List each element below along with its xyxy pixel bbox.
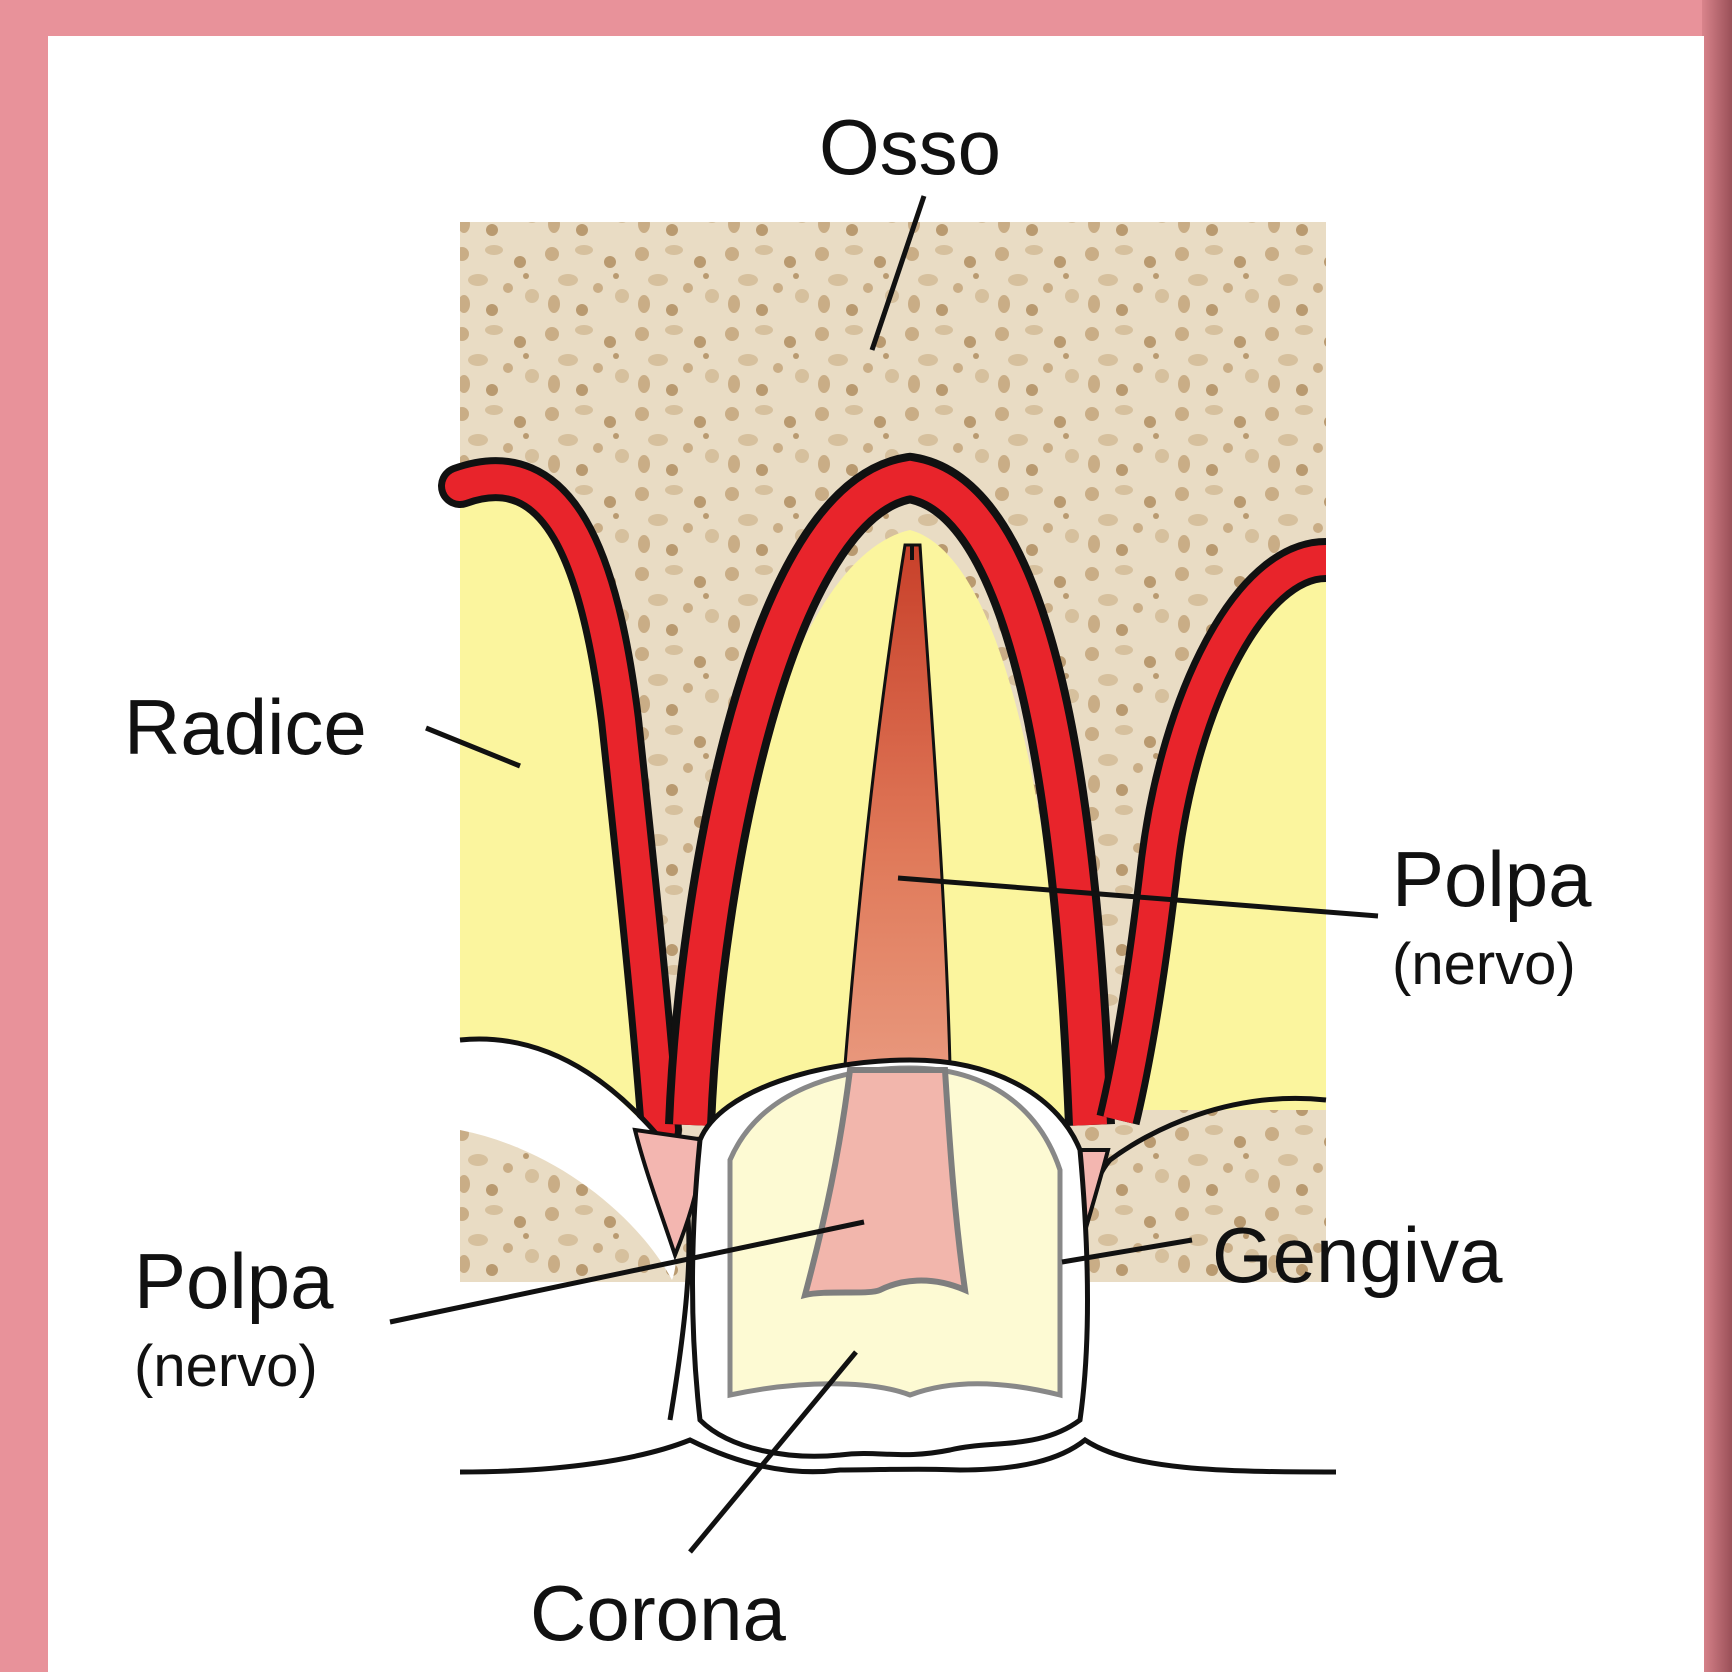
label-corona: Corona: [530, 1574, 786, 1652]
label-polpa-left: Polpa: [134, 1242, 334, 1320]
label-radice: Radice: [124, 688, 367, 766]
label-nervo-left: (nervo): [134, 1338, 318, 1396]
label-nervo-right: (nervo): [1392, 936, 1576, 994]
label-polpa-right: Polpa: [1392, 840, 1592, 918]
label-gengiva: Gengiva: [1212, 1216, 1503, 1294]
frame-shadow: [1702, 0, 1732, 1672]
diagram-panel: Osso Radice Polpa (nervo) Polpa (nervo) …: [48, 36, 1704, 1672]
label-osso: Osso: [819, 108, 1001, 186]
